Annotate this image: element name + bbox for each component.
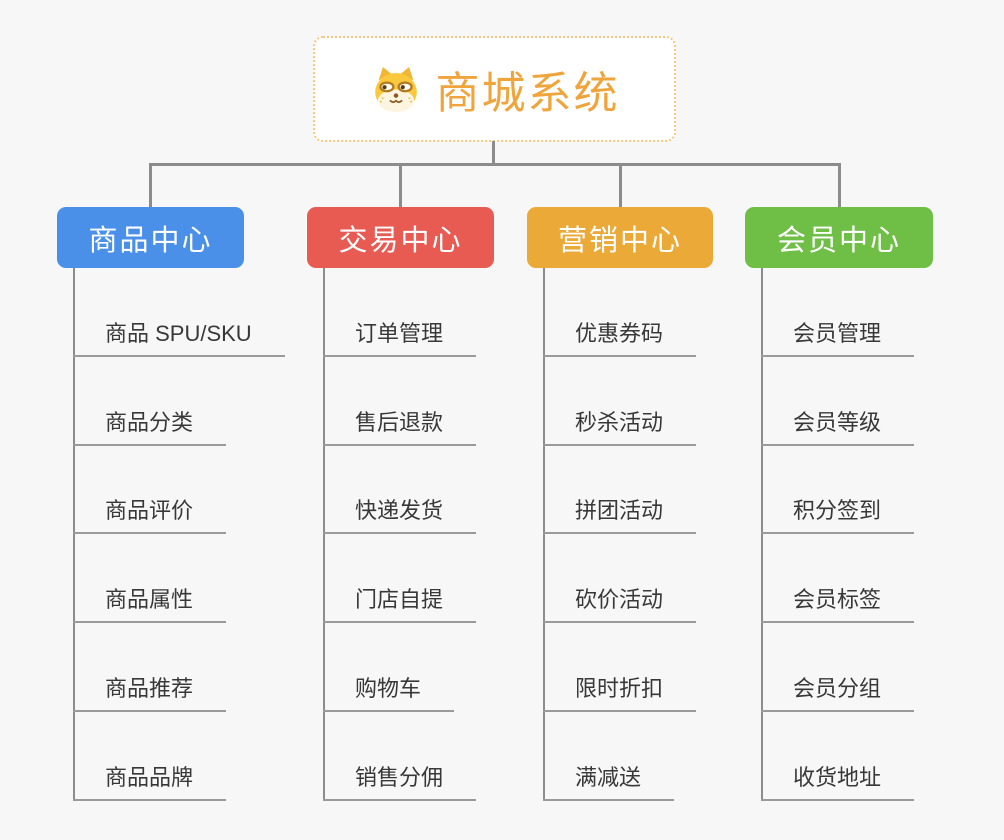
branch-item[interactable]: 会员等级 [761, 402, 915, 446]
branch-item[interactable]: 收货地址 [761, 757, 915, 801]
branch-drop-line-1 [399, 166, 402, 207]
branch-header-product-center[interactable]: 商品中心 [57, 207, 244, 268]
branch-trunk-line-member-center [761, 268, 763, 801]
branch-trunk-line-marketing-center [543, 268, 545, 801]
branch-item[interactable]: 砍价活动 [543, 579, 697, 623]
branch-trunk-line-trade-center [323, 268, 325, 801]
branch-item[interactable]: 会员分组 [761, 668, 915, 712]
branch-item[interactable]: 门店自提 [323, 579, 477, 623]
branch-item-label: 销售分佣 [355, 765, 444, 790]
branch-item[interactable]: 会员标签 [761, 579, 915, 623]
branch-item-label: 门店自提 [355, 587, 444, 612]
branch-item[interactable]: 会员管理 [761, 313, 915, 357]
shiba-dog-icon [370, 65, 422, 114]
horizontal-bus-line [149, 163, 841, 166]
branch-trunk-line-product-center [73, 268, 75, 801]
branch-item-label: 会员等级 [793, 410, 882, 435]
branch-header-member-center[interactable]: 会员中心 [745, 207, 933, 268]
branch-item[interactable]: 快递发货 [323, 490, 477, 534]
branch-item-label: 拼团活动 [575, 498, 664, 523]
branch-item[interactable]: 积分签到 [761, 490, 915, 534]
branch-item-label: 商品评价 [105, 498, 194, 523]
branch-item[interactable]: 商品属性 [73, 579, 227, 623]
branch-header-marketing-center[interactable]: 营销中心 [527, 207, 713, 268]
branch-item[interactable]: 购物车 [323, 668, 455, 712]
branch-header-trade-center[interactable]: 交易中心 [307, 207, 494, 268]
root-trunk-line [491, 141, 495, 163]
branch-item-label: 会员标签 [793, 587, 882, 612]
branch-item[interactable]: 销售分佣 [323, 757, 477, 801]
branch-item-label: 商品推荐 [105, 676, 194, 701]
branch-item-label: 购物车 [355, 676, 422, 701]
branch-drop-line-0 [149, 166, 152, 207]
branch-drop-line-2 [618, 166, 622, 207]
branch-item-label: 会员管理 [793, 321, 882, 346]
branch-item[interactable]: 优惠券码 [543, 313, 697, 357]
branch-item[interactable]: 商品 SPU/SKU [73, 313, 285, 357]
branch-item-label: 优惠券码 [575, 321, 664, 346]
branch-item-label: 会员分组 [793, 676, 882, 701]
branch-item-label: 商品属性 [105, 587, 194, 612]
branch-item-label: 商品品牌 [105, 765, 194, 790]
branch-item[interactable]: 满减送 [543, 757, 675, 801]
branch-item-label: 满减送 [575, 765, 642, 790]
branch-item[interactable]: 订单管理 [323, 313, 477, 357]
branch-item-label: 秒杀活动 [575, 410, 664, 435]
branch-item-label: 商品 SPU/SKU [105, 321, 252, 346]
branch-item-label: 收货地址 [793, 765, 882, 790]
branch-drop-line-3 [837, 166, 841, 207]
branch-item-label: 商品分类 [105, 410, 194, 435]
branch-item-label: 售后退款 [355, 410, 444, 435]
branch-item[interactable]: 拼团活动 [543, 490, 697, 534]
branch-item-label: 订单管理 [355, 321, 444, 346]
branch-item[interactable]: 限时折扣 [543, 668, 697, 712]
branch-item[interactable]: 商品评价 [73, 490, 227, 534]
branch-item-label: 限时折扣 [575, 676, 664, 701]
branch-item[interactable]: 商品品牌 [73, 757, 227, 801]
branch-item-label: 砍价活动 [575, 587, 664, 612]
branch-item[interactable]: 售后退款 [323, 402, 477, 446]
branch-item-label: 积分签到 [793, 498, 882, 523]
branch-item[interactable]: 商品分类 [73, 402, 227, 446]
branch-item[interactable]: 商品推荐 [73, 668, 227, 712]
root-node[interactable]: 商城系统 [313, 36, 676, 142]
branch-item[interactable]: 秒杀活动 [543, 402, 697, 446]
root-title: 商城系统 [435, 69, 620, 118]
branch-item-label: 快递发货 [355, 498, 444, 523]
